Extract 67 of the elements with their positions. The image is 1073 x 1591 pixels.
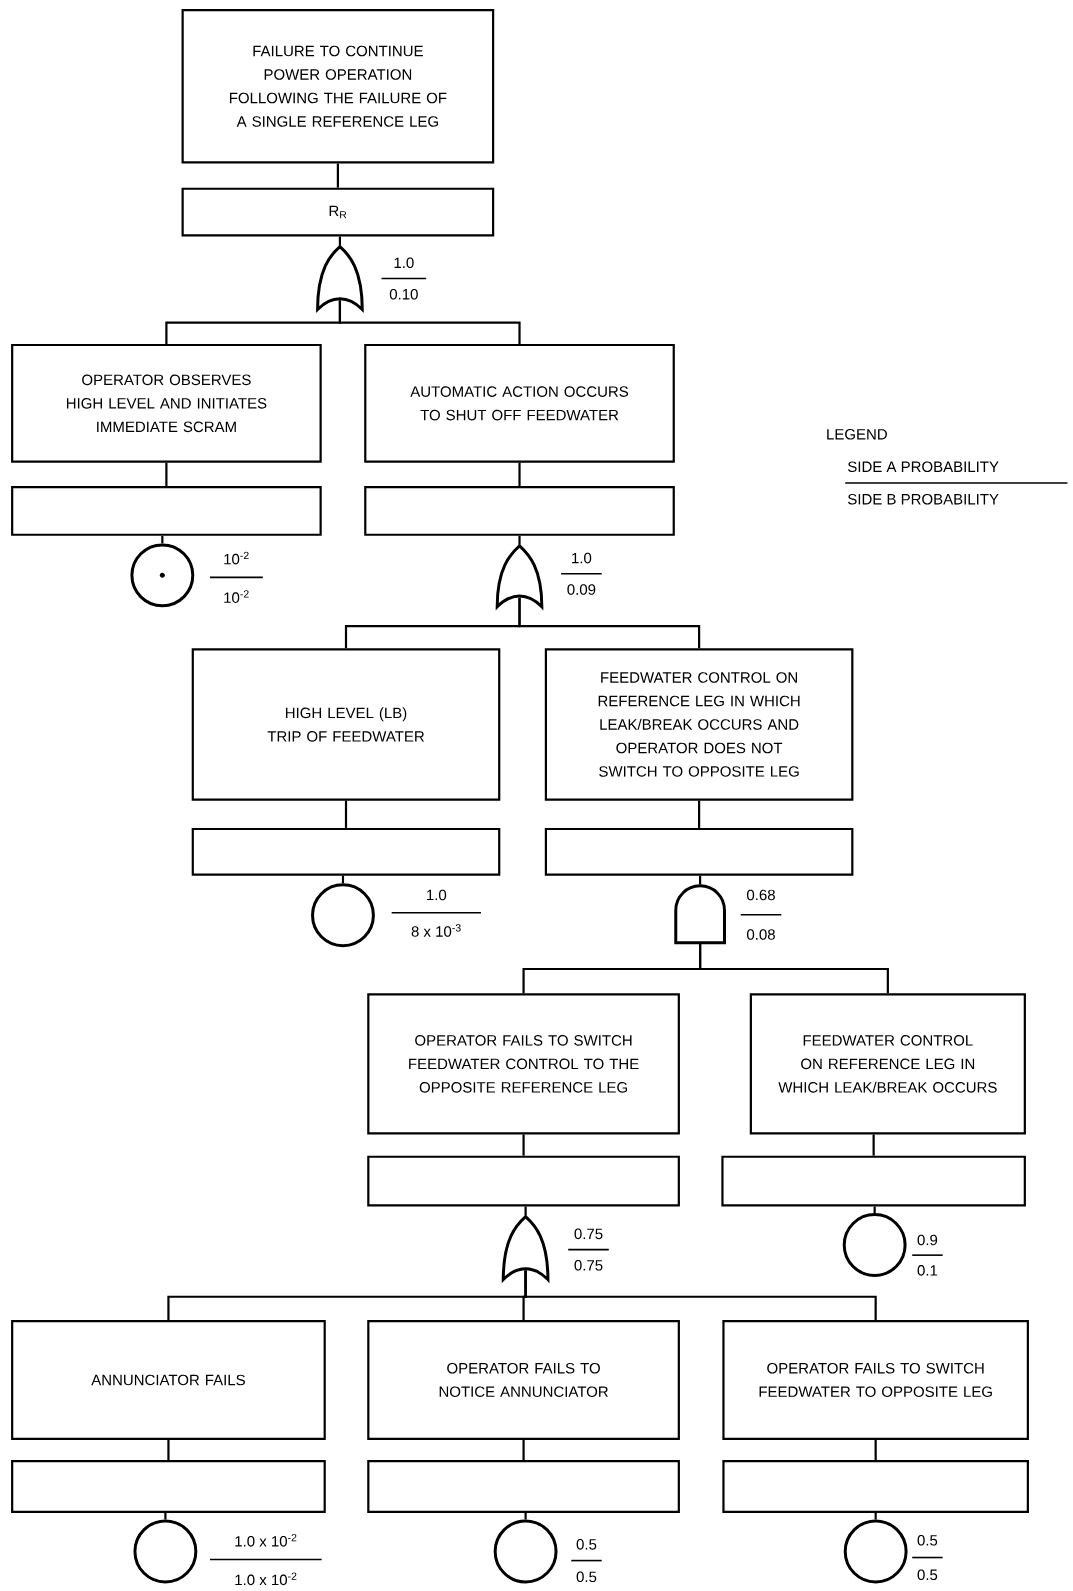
or-gate	[495, 544, 544, 609]
event-box: R$_{R}$	[181, 187, 495, 237]
empty-box	[11, 1460, 327, 1513]
connector-line	[164, 1512, 167, 1520]
event-box: OPERATOR FAILS TO SWITCH FEEDWATER CONTROL TO THE OPPOSITE REFERENCE LEG	[367, 993, 681, 1135]
connector-line	[699, 943, 890, 994]
empty-box	[545, 827, 854, 876]
legend-heading: LEGEND	[827, 428, 888, 440]
probability-fraction: 1.0 0.10	[380, 257, 428, 300]
event-box: FAILURE TO CONTINUE POWER OPERATION FOLLOWING THE FAILURE OF A SINGLE REFERENCE LEG	[181, 9, 495, 164]
event-box: FEEDWATER CONTROL ON REFERENCE LEG IN WHICH LEAK/BREAK OCCURS	[750, 993, 1027, 1135]
connector-line	[161, 535, 164, 544]
connector-line	[873, 1206, 876, 1214]
connector-line	[518, 597, 701, 649]
or-gate	[316, 245, 364, 311]
connector-line	[518, 535, 521, 545]
connector-line	[339, 300, 521, 344]
empty-box	[11, 485, 322, 536]
event-box: ANNUNCIATOR FAILS	[11, 1320, 327, 1440]
connector-line	[699, 875, 702, 885]
empty-box	[722, 1460, 1030, 1513]
connector-line	[337, 163, 340, 188]
probability-fraction: 10$^{-2}$ 10$^{-2}$	[209, 551, 264, 603]
empty-box	[721, 1155, 1027, 1207]
connector-line	[518, 462, 521, 486]
event-box: FEEDWATER CONTROL ON REFERENCE LEG IN WHICH LEAK/BREAK OCCURS AND OPERATOR DOES NOT SWITCH TO OPPOSITE LEG	[545, 648, 854, 801]
probability-fraction: 1.0 8 x 10$^{-3}$	[391, 889, 482, 937]
basic-event-circle	[311, 883, 376, 948]
connector-line	[167, 1439, 170, 1461]
legend-text: SIDE A PROBABILITY	[848, 461, 999, 473]
and-gate	[674, 884, 727, 945]
connector-line	[524, 1206, 527, 1216]
event-box: OPERATOR FAILS TO SWITCH FEEDWATER TO OPPOSITE LEG	[722, 1320, 1030, 1440]
connector-line	[345, 800, 348, 828]
empty-box	[364, 485, 676, 536]
probability-fraction: 0.9 0.1	[911, 1234, 944, 1276]
or-gate	[502, 1215, 550, 1281]
probability-fraction: 0.5 0.5	[911, 1534, 944, 1581]
event-box: HIGH LEVEL (LB) TRIP OF FEEDWATER	[191, 648, 501, 801]
connector-line	[874, 1439, 877, 1461]
connector-line	[524, 1270, 877, 1320]
basic-event-circle	[843, 1519, 908, 1584]
connector-line	[522, 1134, 525, 1156]
empty-box	[191, 827, 501, 876]
connector-line	[342, 875, 345, 884]
event-box: AUTOMATIC ACTION OCCURS TO SHUT OFF FEEDWATER	[364, 343, 676, 463]
legend-text: SIDE B PROBABILITY	[848, 493, 999, 505]
connector-line	[524, 1512, 527, 1520]
event-box: OPERATOR FAILS TO NOTICE ANNUNCIATOR	[367, 1320, 681, 1440]
connector-line	[165, 462, 168, 486]
basic-event-circle	[842, 1213, 907, 1277]
probability-fraction: 0.68 0.08	[740, 889, 783, 940]
connector-line	[339, 236, 342, 246]
basic-event-circle	[133, 1519, 198, 1584]
event-box: OPERATOR OBSERVES HIGH LEVEL AND INITIATES IMMEDIATE SCRAM	[11, 343, 322, 463]
connector-line	[698, 800, 701, 828]
connector-line	[874, 1512, 877, 1520]
basic-event-circle	[493, 1519, 558, 1584]
empty-box	[367, 1460, 681, 1513]
connector-line	[872, 1134, 875, 1156]
empty-box	[367, 1155, 681, 1207]
connector-line	[522, 1439, 525, 1461]
probability-fraction: 1.0 0.09	[560, 552, 603, 595]
probability-fraction: 0.75 0.75	[567, 1228, 610, 1271]
probability-fraction: 0.5 0.5	[570, 1539, 603, 1583]
basic-event-circle	[130, 543, 195, 608]
probability-fraction: 1.0 x 10$^{-2}$ 1.0 x 10$^{-2}$	[209, 1533, 323, 1586]
